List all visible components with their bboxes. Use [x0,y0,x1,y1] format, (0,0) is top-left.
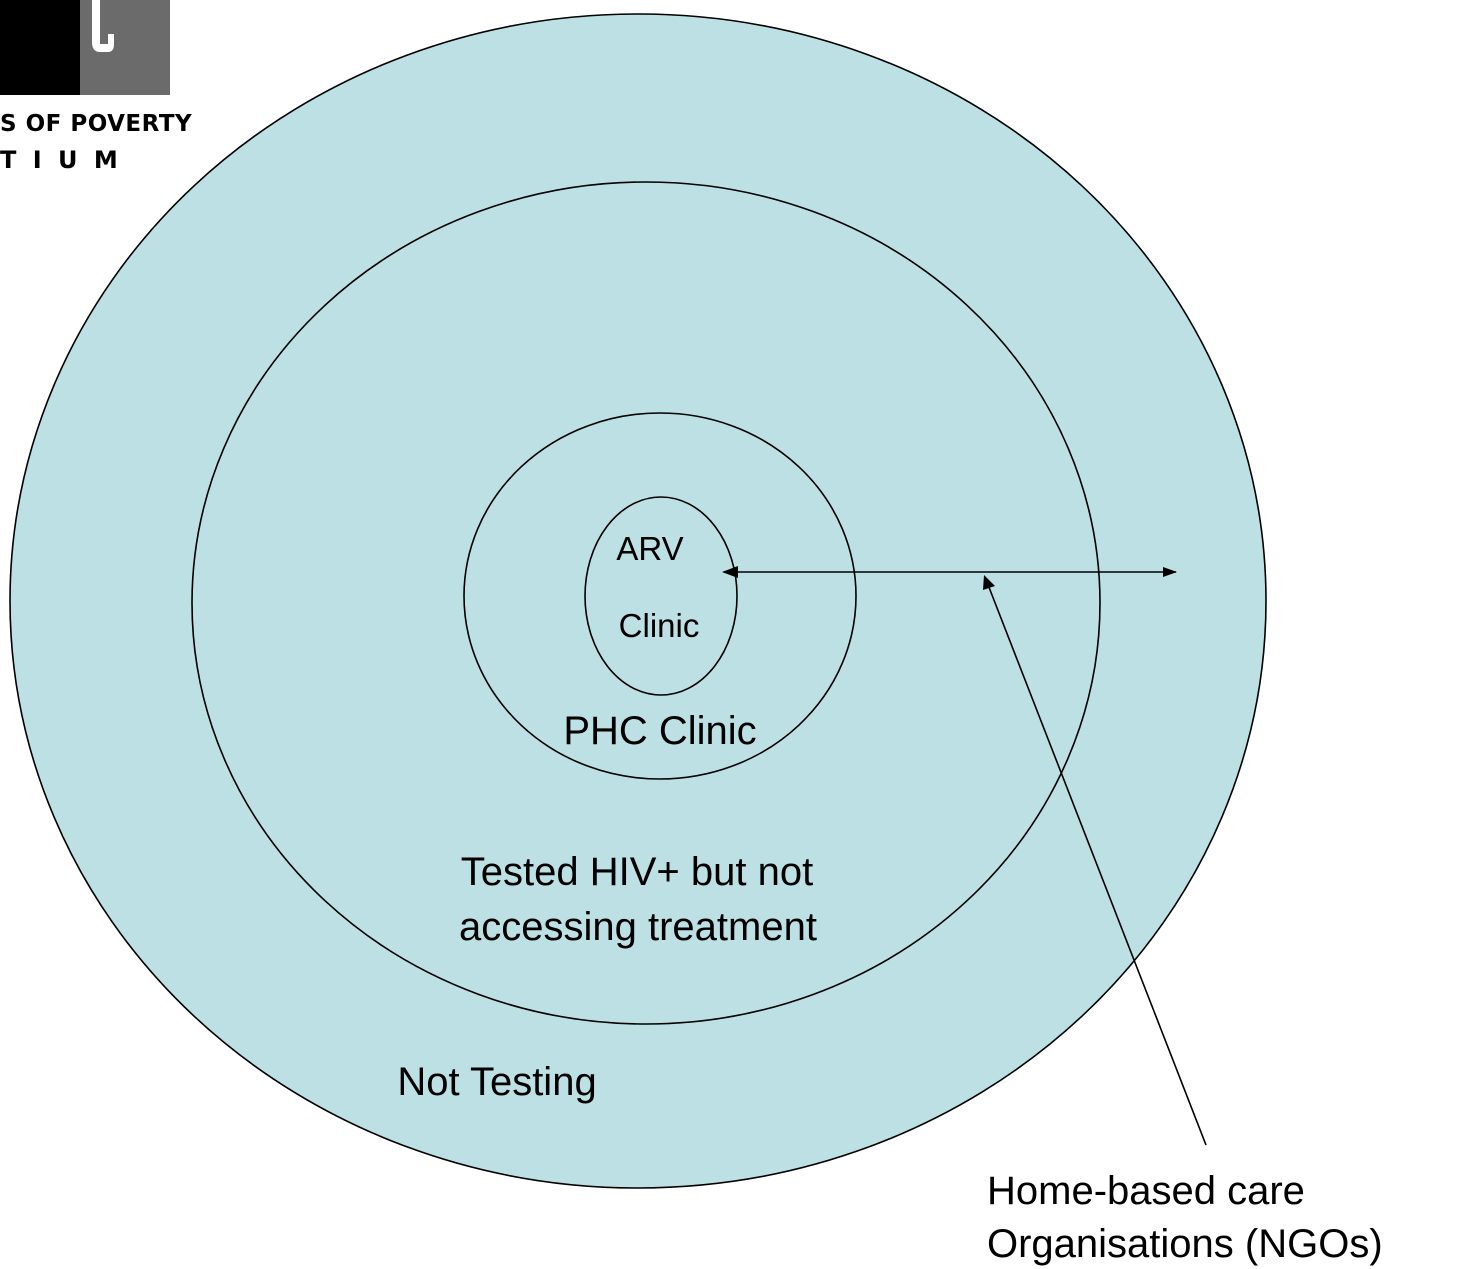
consortium-logo: S OF POVERTY T I U M [0,0,192,174]
logo-dark-block [0,0,80,95]
core-label-arv: ARV [616,530,683,567]
logo-text-line2: T I U M [0,146,118,174]
callout-pointer-line [984,576,1207,1146]
core-ring [584,496,738,696]
inner-ring-label: PHC Clinic [563,709,756,753]
logo-text-line1: S OF POVERTY [0,111,192,137]
outer-ring-label: Not Testing [397,1060,596,1104]
callout-label-line1: Home-based care [987,1169,1305,1213]
reach-arrow-left-head [722,566,738,578]
middle-ring-label-line1: Tested HIV+ but not [461,850,813,894]
logo-letter-shape [92,0,114,52]
core-label-clinic: Clinic [619,607,700,644]
callout-pointer-head [983,575,995,590]
callout-label-line2: Organisations (NGOs) [987,1222,1383,1266]
middle-ring-label-line2: accessing treatment [459,905,817,949]
